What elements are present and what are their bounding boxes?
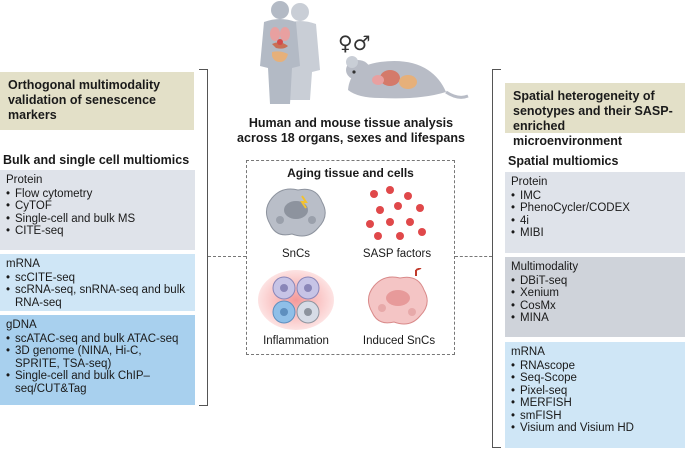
inflammation-icon: [258, 270, 334, 330]
list-item: Pixel-seq: [511, 385, 679, 398]
list-item: Xenium: [511, 287, 679, 300]
human-silhouette-front: [260, 1, 300, 104]
list-item: 3D genome (NINA, Hi-C, SPRITE, TSA-seq): [6, 345, 189, 370]
right-section-title: Spatial multiomics: [508, 154, 619, 168]
center-title: Human and mouse tissue analysis across 1…: [237, 116, 465, 145]
list-item: CyTOF: [6, 200, 189, 213]
list-item: MERFISH: [511, 397, 679, 410]
right-panel-protein: Protein IMC PhenoCycler/CODEX 4i MIBI: [505, 172, 685, 253]
list-item: MINA: [511, 312, 679, 325]
sncs-icon: [266, 188, 326, 237]
list-item: Single-cell and bulk ChIP–seq/CUT&Tag: [6, 370, 189, 395]
left-connector: [208, 256, 246, 257]
right-panel-multimodality: Multimodality DBiT-seq Xenium CosMx MINA: [505, 257, 685, 337]
caption-inflammation: Inflammation: [263, 335, 329, 347]
mouse-illustration: [346, 56, 469, 99]
list-item: Visium and Visium HD: [511, 422, 679, 435]
list-item: IMC: [511, 190, 679, 203]
left-panel-protein: Protein Flow cytometry CyTOF Single-cell…: [0, 170, 195, 250]
list-item: Seq-Scope: [511, 372, 679, 385]
panel-title: mRNA: [511, 346, 545, 358]
list-item: scCITE-seq: [6, 272, 189, 285]
caption-induced-sncs: Induced SnCs: [362, 335, 436, 347]
list-item: smFISH: [511, 410, 679, 423]
list-item: RNAscope: [511, 360, 679, 373]
human-mouse-illustration: ♀♂: [260, 1, 469, 104]
left-panel-mrna: mRNA scCITE-seq scRNA-seq, snRNA-seq and…: [0, 254, 195, 311]
caption-sncs: SnCs: [281, 248, 311, 260]
panel-title: mRNA: [6, 258, 40, 270]
aging-box-title: Aging tissue and cells: [287, 166, 414, 180]
list-item: CITE-seq: [6, 225, 189, 238]
list-item: scATAC-seq and bulk ATAC-seq: [6, 333, 189, 346]
sasp-factors-icon: [366, 186, 426, 240]
right-header: Spatial heterogeneity of senotypes and t…: [505, 83, 685, 148]
sex-symbols: ♀♂: [338, 31, 371, 55]
list-item: Single-cell and bulk MS: [6, 213, 189, 226]
list-item: PhenoCycler/CODEX: [511, 202, 679, 215]
list-item: scRNA-seq, snRNA-seq and bulk RNA-seq: [6, 284, 189, 309]
right-connector: [455, 256, 492, 257]
left-section-title: Bulk and single cell multiomics: [3, 153, 190, 167]
list-item: CosMx: [511, 300, 679, 313]
panel-title: Multimodality: [511, 261, 579, 273]
left-panel-gdna: gDNA scATAC-seq and bulk ATAC-seq 3D gen…: [0, 315, 195, 405]
left-bracket: [199, 69, 208, 406]
list-item: Flow cytometry: [6, 188, 189, 201]
right-panel-mrna: mRNA RNAscope Seq-Scope Pixel-seq MERFIS…: [505, 342, 685, 448]
panel-title: Protein: [6, 174, 43, 186]
panel-title: gDNA: [6, 319, 37, 331]
right-bracket: [492, 69, 501, 448]
panel-title: Protein: [511, 176, 548, 188]
aging-tissue-box: [246, 160, 455, 355]
list-item: DBiT-seq: [511, 275, 679, 288]
list-item: MIBI: [511, 227, 679, 240]
left-header: Orthogonal multimodality validation of s…: [0, 72, 194, 130]
list-item: 4i: [511, 215, 679, 228]
induced-sncs-icon: [368, 268, 428, 325]
caption-sasp-factors: SASP factors: [362, 248, 432, 260]
